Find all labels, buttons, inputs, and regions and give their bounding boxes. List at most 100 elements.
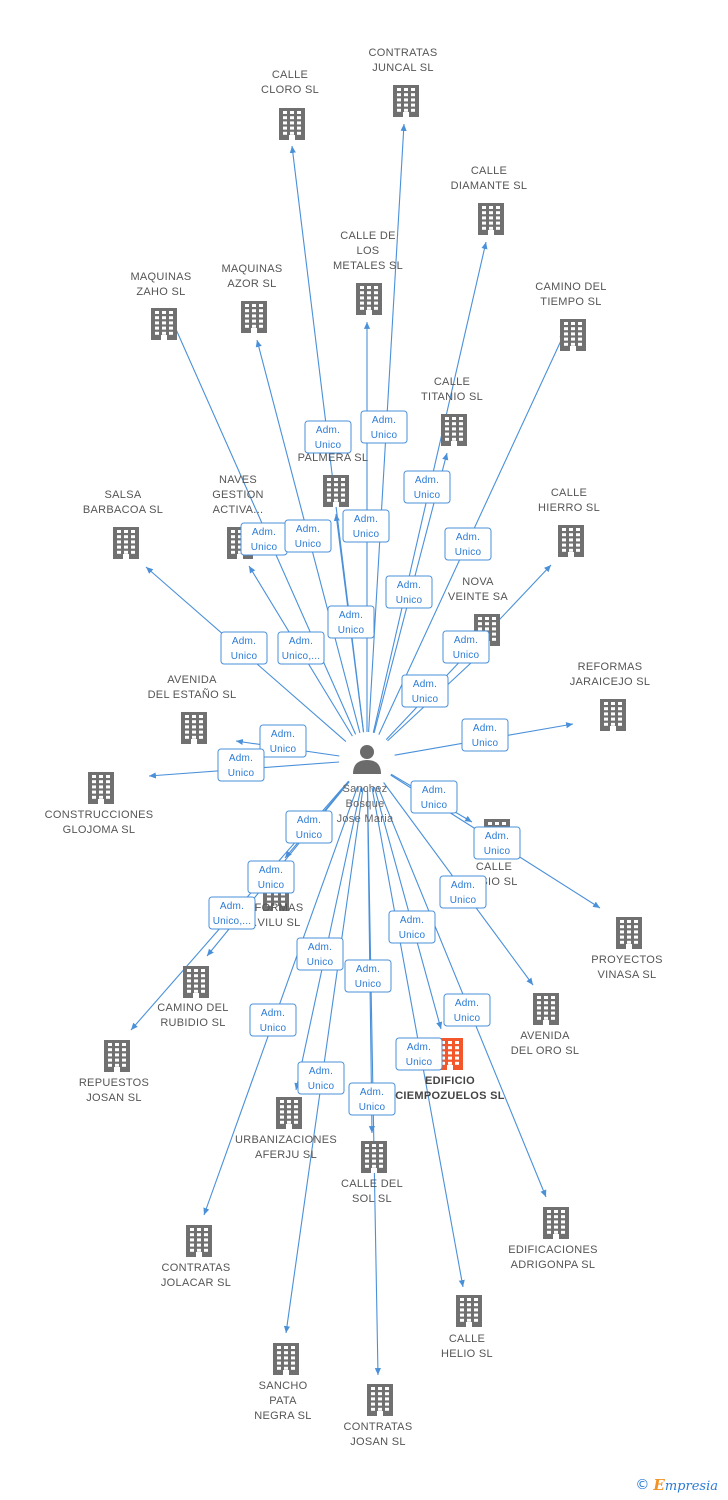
edge-label[interactable]: Adm.Unico: [461, 718, 509, 752]
company-label-line: EDIFICIO: [425, 1075, 475, 1087]
company-label-line: SOL SL: [352, 1193, 392, 1205]
edge-label-line: Adm.: [451, 880, 475, 891]
company-label-line: JOSAN SL: [86, 1092, 142, 1104]
company-label-line: GESTION: [212, 489, 264, 501]
edge-line: [377, 785, 547, 1198]
edge-label[interactable]: Adm.Unico: [217, 748, 265, 782]
company-label-line: CALLE DE: [340, 230, 396, 242]
edge-label[interactable]: Adm.Unico: [403, 470, 451, 504]
edge-label-line: Adm.: [261, 1008, 285, 1019]
edge-label[interactable]: Adm.Unico: [284, 519, 332, 553]
brand-logo[interactable]: Empresia: [653, 1476, 718, 1494]
person-icon: [353, 745, 381, 774]
building-icon: [616, 917, 642, 949]
footer-brand[interactable]: © Empresia: [635, 1474, 718, 1496]
company-label-line: CALLE DEL: [341, 1178, 403, 1190]
company-node-calle-del-sol[interactable]: CALLE DEL SOL SL: [341, 1141, 403, 1205]
edge-label[interactable]: Adm.Unico: [296, 937, 344, 971]
company-label-line: CONTRATAS: [344, 1421, 413, 1433]
edge-label[interactable]: Adm.Unico: [297, 1061, 345, 1095]
edge-label-line: Unico: [353, 529, 380, 540]
edge-label[interactable]: Adm.Unico: [439, 875, 487, 909]
company-label-line: CALLE: [551, 487, 587, 499]
building-icon: [273, 1343, 299, 1375]
edge-label[interactable]: Adm.Unico: [342, 509, 390, 543]
edge-label[interactable]: Adm.Unico: [388, 910, 436, 944]
edge-label[interactable]: Adm.Unico: [247, 860, 295, 894]
edge-label-box: [403, 470, 451, 504]
edge-label-line: Unico: [454, 1013, 481, 1024]
edge-label[interactable]: Adm.Unico: [327, 605, 375, 639]
edge-label[interactable]: Adm.Unico: [304, 420, 352, 454]
edge-label-line: Adm.: [296, 524, 320, 535]
edge-label[interactable]: Adm.Unico: [443, 993, 491, 1027]
edge-label-box: [342, 509, 390, 543]
edge-label[interactable]: Adm.Unico: [240, 522, 288, 556]
edge-label-line: Adm.: [308, 942, 332, 953]
edge-label[interactable]: Adm.Unico: [360, 410, 408, 444]
building-icon: [533, 993, 559, 1025]
edge-label-box: [410, 780, 458, 814]
edge-line: [203, 786, 359, 1216]
edge-label-box: [439, 875, 487, 909]
building-icon: [367, 1384, 393, 1416]
edge-label[interactable]: Adm.Unico: [401, 674, 449, 708]
edge-label[interactable]: Adm.Unico: [395, 1037, 443, 1071]
edge-label-box: [360, 410, 408, 444]
edge-label-line: Unico: [258, 880, 285, 891]
edge-label[interactable]: Adm.Unico: [285, 810, 333, 844]
edge-label-line: Unico: [472, 738, 499, 749]
edge-label-line: Unico: [421, 800, 448, 811]
company-label-line: METALES SL: [333, 260, 403, 272]
company-label-line: HELIO SL: [441, 1348, 493, 1360]
edge-label[interactable]: Adm.Unico: [444, 527, 492, 561]
company-node-palmera[interactable]: ...OPALMERA SL: [298, 437, 369, 507]
edge-label-line: Unico: [414, 490, 441, 501]
edge-label[interactable]: Adm.Unico: [259, 724, 307, 758]
edge-label[interactable]: Adm.Unico: [410, 780, 458, 814]
edge-label[interactable]: Adm.Unico: [385, 575, 433, 609]
edge-label[interactable]: Adm.Unico: [220, 631, 268, 665]
edge-label[interactable]: Adm.Unico,...: [277, 631, 325, 665]
edge-label[interactable]: Adm.Unico: [344, 959, 392, 993]
edge-label[interactable]: Adm.Unico: [473, 826, 521, 860]
building-icon: [279, 108, 305, 140]
edge-label-box: [388, 910, 436, 944]
edge-label-line: Unico: [296, 830, 323, 841]
building-icon: [600, 699, 626, 731]
company-label-line: ...FORMAS: [245, 902, 304, 914]
edge-label-box: [296, 937, 344, 971]
edge-label-box: [249, 1003, 297, 1037]
edge-label[interactable]: Adm.Unico: [249, 1003, 297, 1037]
edge-label[interactable]: Adm.Unico: [442, 630, 490, 664]
edge-label-line: Unico: [251, 542, 278, 553]
edge-label-box: [443, 993, 491, 1027]
edge-label[interactable]: Adm.Unico,...: [208, 896, 256, 930]
edge-label[interactable]: Adm.Unico: [348, 1082, 396, 1116]
